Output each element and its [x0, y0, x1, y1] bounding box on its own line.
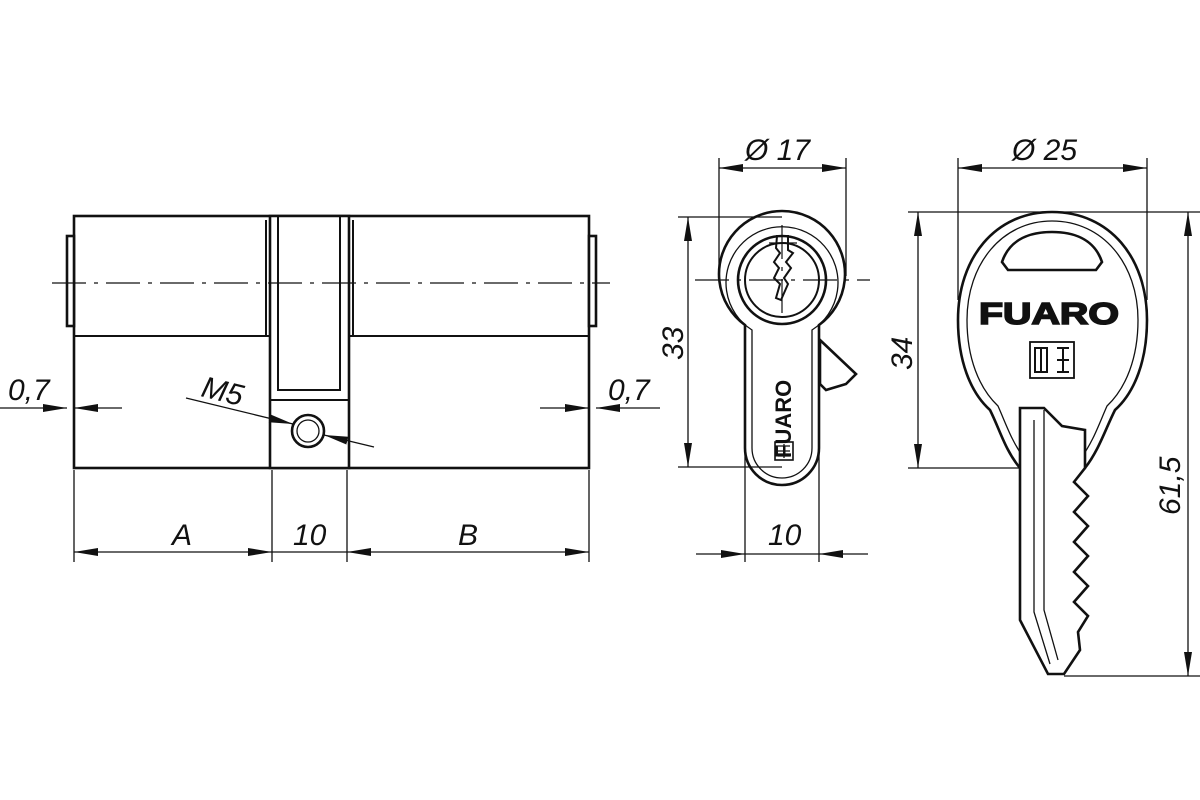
- dim-l615-label: 61,5: [1154, 456, 1187, 515]
- cam-slot: [269, 216, 350, 391]
- dim-d17-label: Ø 17: [744, 134, 811, 167]
- cam-lever: [818, 336, 858, 392]
- key-blade-grooves: [1033, 410, 1059, 665]
- end-profile-inner: [725, 226, 839, 479]
- cylinder-end-view: FUARO Ø 17 33 10: [657, 134, 870, 562]
- dim-w10-label: 10: [768, 519, 802, 552]
- end-view-logo-mark-lines: [778, 444, 790, 458]
- dim-h34-label: 34: [886, 337, 919, 370]
- right-gap-label: 0,7: [608, 374, 651, 407]
- cam-section: [268, 214, 351, 470]
- dim-cam-label: 10: [293, 519, 327, 552]
- key-head-inner: [966, 220, 1139, 459]
- dim-d25-label: Ø 25: [1011, 134, 1077, 167]
- key-view: FUARO Ø 25 34 61,5: [886, 134, 1200, 677]
- key-brand: FUARO: [979, 296, 1119, 331]
- key-blade: [1018, 406, 1090, 676]
- dim-b-label: B: [458, 519, 478, 552]
- dim-a-label: A: [170, 519, 192, 552]
- end-view-logo-mark: [774, 441, 794, 461]
- screw-hole-inner: [296, 419, 320, 443]
- keyway: [772, 235, 795, 302]
- left-gap-label: 0,7: [8, 374, 51, 407]
- m5-leader-right: [323, 434, 375, 448]
- key-ring-hole: [1000, 230, 1104, 272]
- cylinder-right-cap: [587, 234, 598, 328]
- dim-h33-label: 33: [657, 326, 690, 360]
- cylinder-left-cap: [65, 234, 76, 328]
- m5-leader: [185, 397, 294, 425]
- key-logo-mark-lines: [1034, 347, 1069, 373]
- cylinder-side-view: M5 0,7 0,7 A 10 B: [0, 214, 660, 562]
- key-logo-mark: [1029, 341, 1075, 379]
